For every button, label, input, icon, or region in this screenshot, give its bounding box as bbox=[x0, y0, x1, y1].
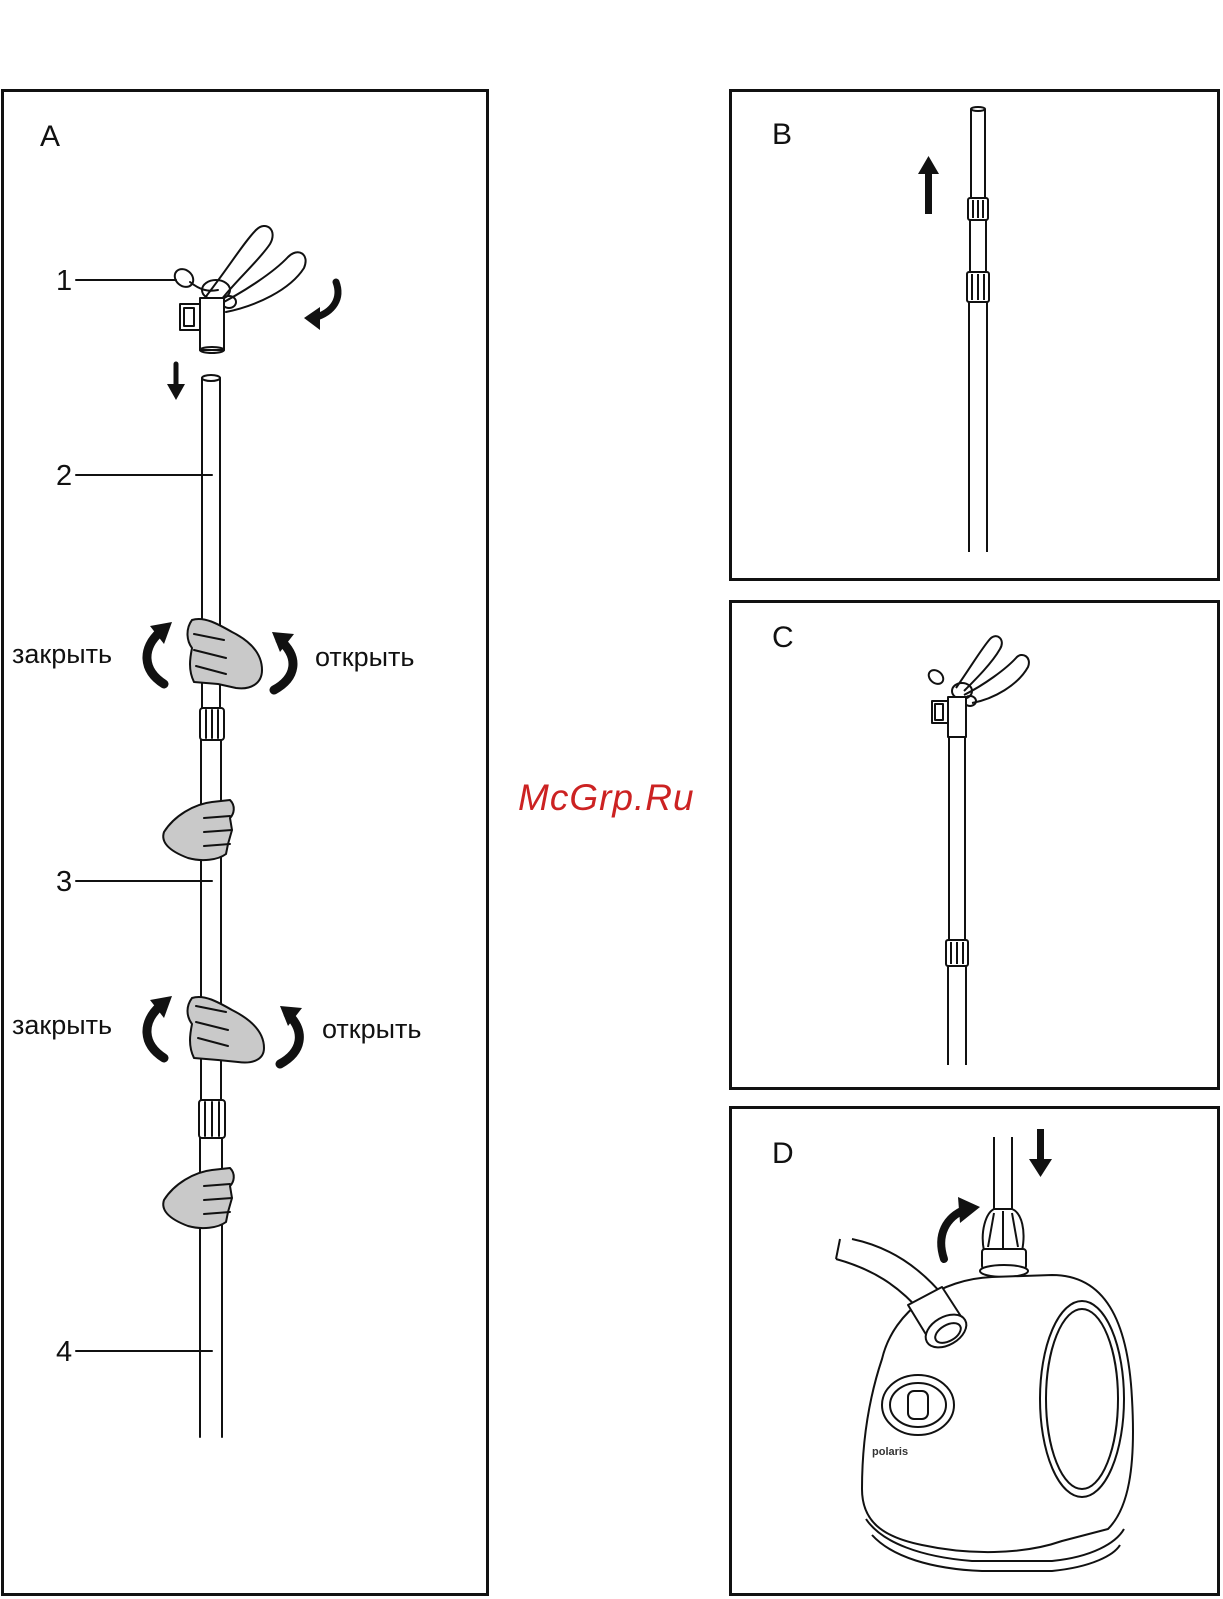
hand-icon-upper bbox=[188, 619, 263, 688]
watermark: McGrp.Ru bbox=[518, 779, 695, 816]
panel-c: C bbox=[729, 600, 1220, 1090]
panel-a: A 1 2 3 4 закрыть открыть закрыть открыт… bbox=[1, 89, 489, 1596]
down-arrow-icon bbox=[1029, 1129, 1052, 1177]
hanger-head-icon bbox=[171, 226, 305, 353]
up-arrow-icon bbox=[918, 156, 939, 214]
panel-b: B bbox=[729, 89, 1220, 581]
panel-d-drawing: polaris bbox=[732, 1109, 1223, 1599]
panel-c-drawing bbox=[732, 603, 1223, 1093]
panel-b-drawing bbox=[732, 92, 1223, 584]
hanger-head-icon bbox=[926, 636, 1029, 737]
brand-logo: polaris bbox=[872, 1446, 908, 1458]
panel-d: D bbox=[729, 1106, 1220, 1596]
panel-a-drawing bbox=[4, 92, 492, 1599]
